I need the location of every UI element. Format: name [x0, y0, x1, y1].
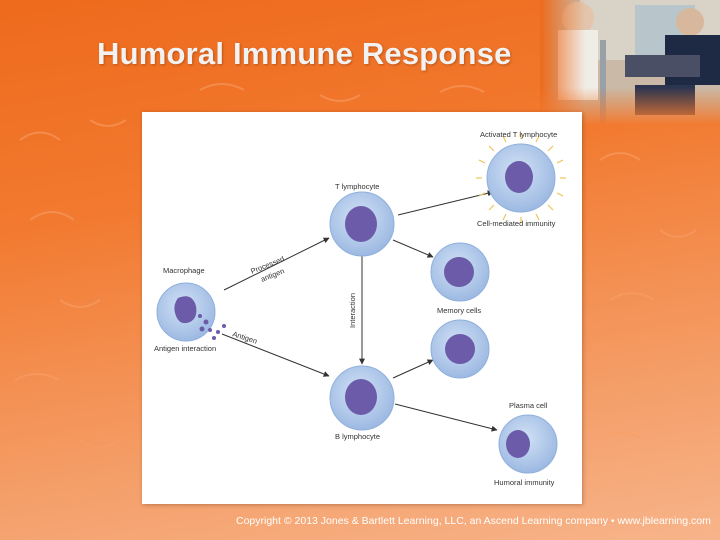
- label-t-lymphocyte: T lymphocyte: [335, 182, 379, 191]
- activated-t-lymphocyte-cell: [476, 133, 566, 223]
- label-plasma-cell: Plasma cell: [509, 401, 548, 410]
- arrows: [221, 190, 498, 432]
- label-b-lymphocyte: B lymphocyte: [335, 432, 380, 441]
- immune-response-diagram: Activated T lymphocyte T lymphocyte Cell…: [142, 112, 582, 504]
- antigen-particles: [212, 324, 226, 340]
- arrow-t-to-activated: [397, 190, 494, 216]
- t-lymphocyte-cell: [329, 191, 395, 257]
- label-macrophage: Macrophage: [163, 266, 205, 275]
- label-interaction: Interaction: [348, 293, 357, 328]
- arrow-b-to-memory: [392, 359, 434, 379]
- memory-cell-bottom: [430, 319, 490, 379]
- memory-cell-top: [430, 242, 490, 302]
- b-lymphocyte-cell: [329, 365, 395, 431]
- label-humoral-immunity: Humoral immunity: [494, 478, 555, 487]
- copyright-notice: Copyright © 2013 Jones & Bartlett Learni…: [236, 515, 711, 527]
- label-memory-cells: Memory cells: [437, 306, 481, 315]
- ambulance-photo: [540, 0, 720, 125]
- arrow-t-to-memory: [392, 239, 434, 258]
- label-activated-t-lymphocyte: Activated T lymphocyte: [480, 130, 557, 139]
- label-cell-mediated-immunity: Cell-mediated immunity: [477, 219, 556, 228]
- macrophage-cell: [156, 282, 216, 342]
- label-antigen-interaction: Antigen interaction: [154, 344, 216, 353]
- arrow-antigen-to-b: [221, 333, 330, 377]
- arrow-macrophage-to-t: [223, 237, 330, 291]
- slide-title: Humoral Immune Response: [97, 36, 512, 71]
- plasma-cell: [498, 414, 558, 474]
- arrow-b-to-plasma: [394, 403, 498, 432]
- diagram-canvas: Activated T lymphocyte T lymphocyte Cell…: [154, 130, 566, 487]
